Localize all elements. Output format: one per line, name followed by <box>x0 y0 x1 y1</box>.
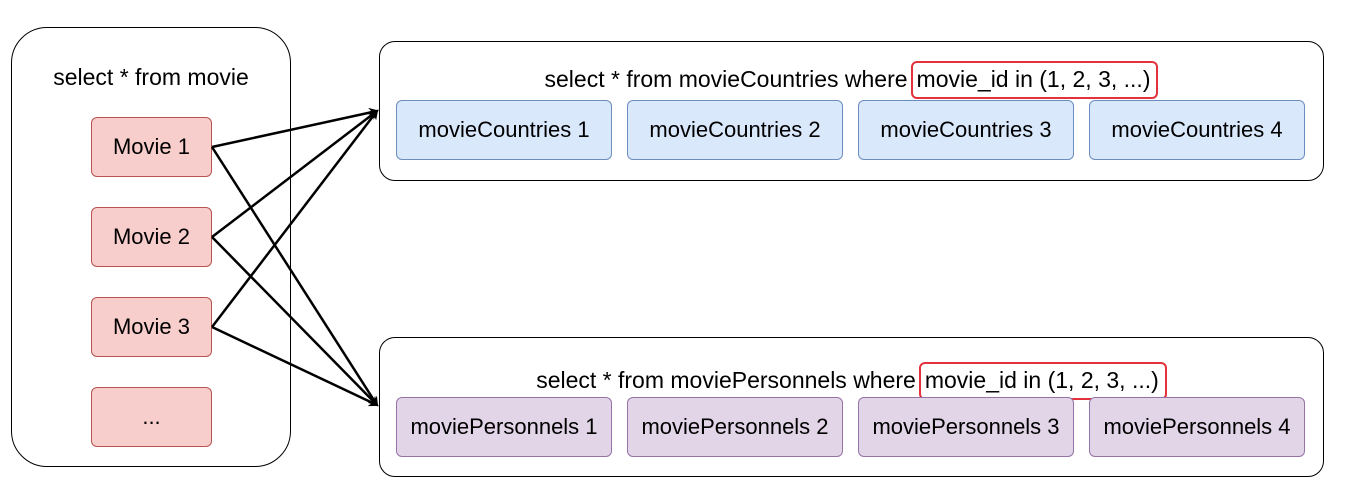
arrow-movie2-to-personnels <box>211 236 379 407</box>
countries-query-prefix: select * from movieCountries where <box>544 66 908 92</box>
arrow-movie1-to-personnels <box>210 146 379 407</box>
personnels-query-highlight: movie_id in (1, 2, 3, ...) <box>918 362 1167 400</box>
personnels-box-3: moviePersonnels 3 <box>858 397 1074 457</box>
movie-box-2: Movie 2 <box>91 207 212 267</box>
movie-box-3: Movie 3 <box>91 297 212 357</box>
personnels-box-1: moviePersonnels 1 <box>396 397 612 457</box>
arrow-movie2-to-countries <box>211 109 379 238</box>
arrow-movie1-to-countries <box>211 107 379 149</box>
countries-box-1: movieCountries 1 <box>396 100 612 160</box>
movie-box-more: ... <box>91 387 212 447</box>
personnels-box-4: moviePersonnels 4 <box>1089 397 1305 457</box>
personnels-box-2: moviePersonnels 2 <box>627 397 843 457</box>
countries-query-highlight: movie_id in (1, 2, 3, ...) <box>910 61 1159 99</box>
movie-query-title: select * from movie <box>53 64 249 90</box>
arrow-movie3-to-personnels <box>211 325 379 407</box>
countries-box-4: movieCountries 4 <box>1089 100 1305 160</box>
countries-box-3: movieCountries 3 <box>858 100 1074 160</box>
movie-box-1: Movie 1 <box>91 117 212 177</box>
personnels-query-prefix: select * from moviePersonnels where <box>536 367 916 393</box>
arrow-movie3-to-countries <box>211 109 379 328</box>
countries-box-2: movieCountries 2 <box>627 100 843 160</box>
